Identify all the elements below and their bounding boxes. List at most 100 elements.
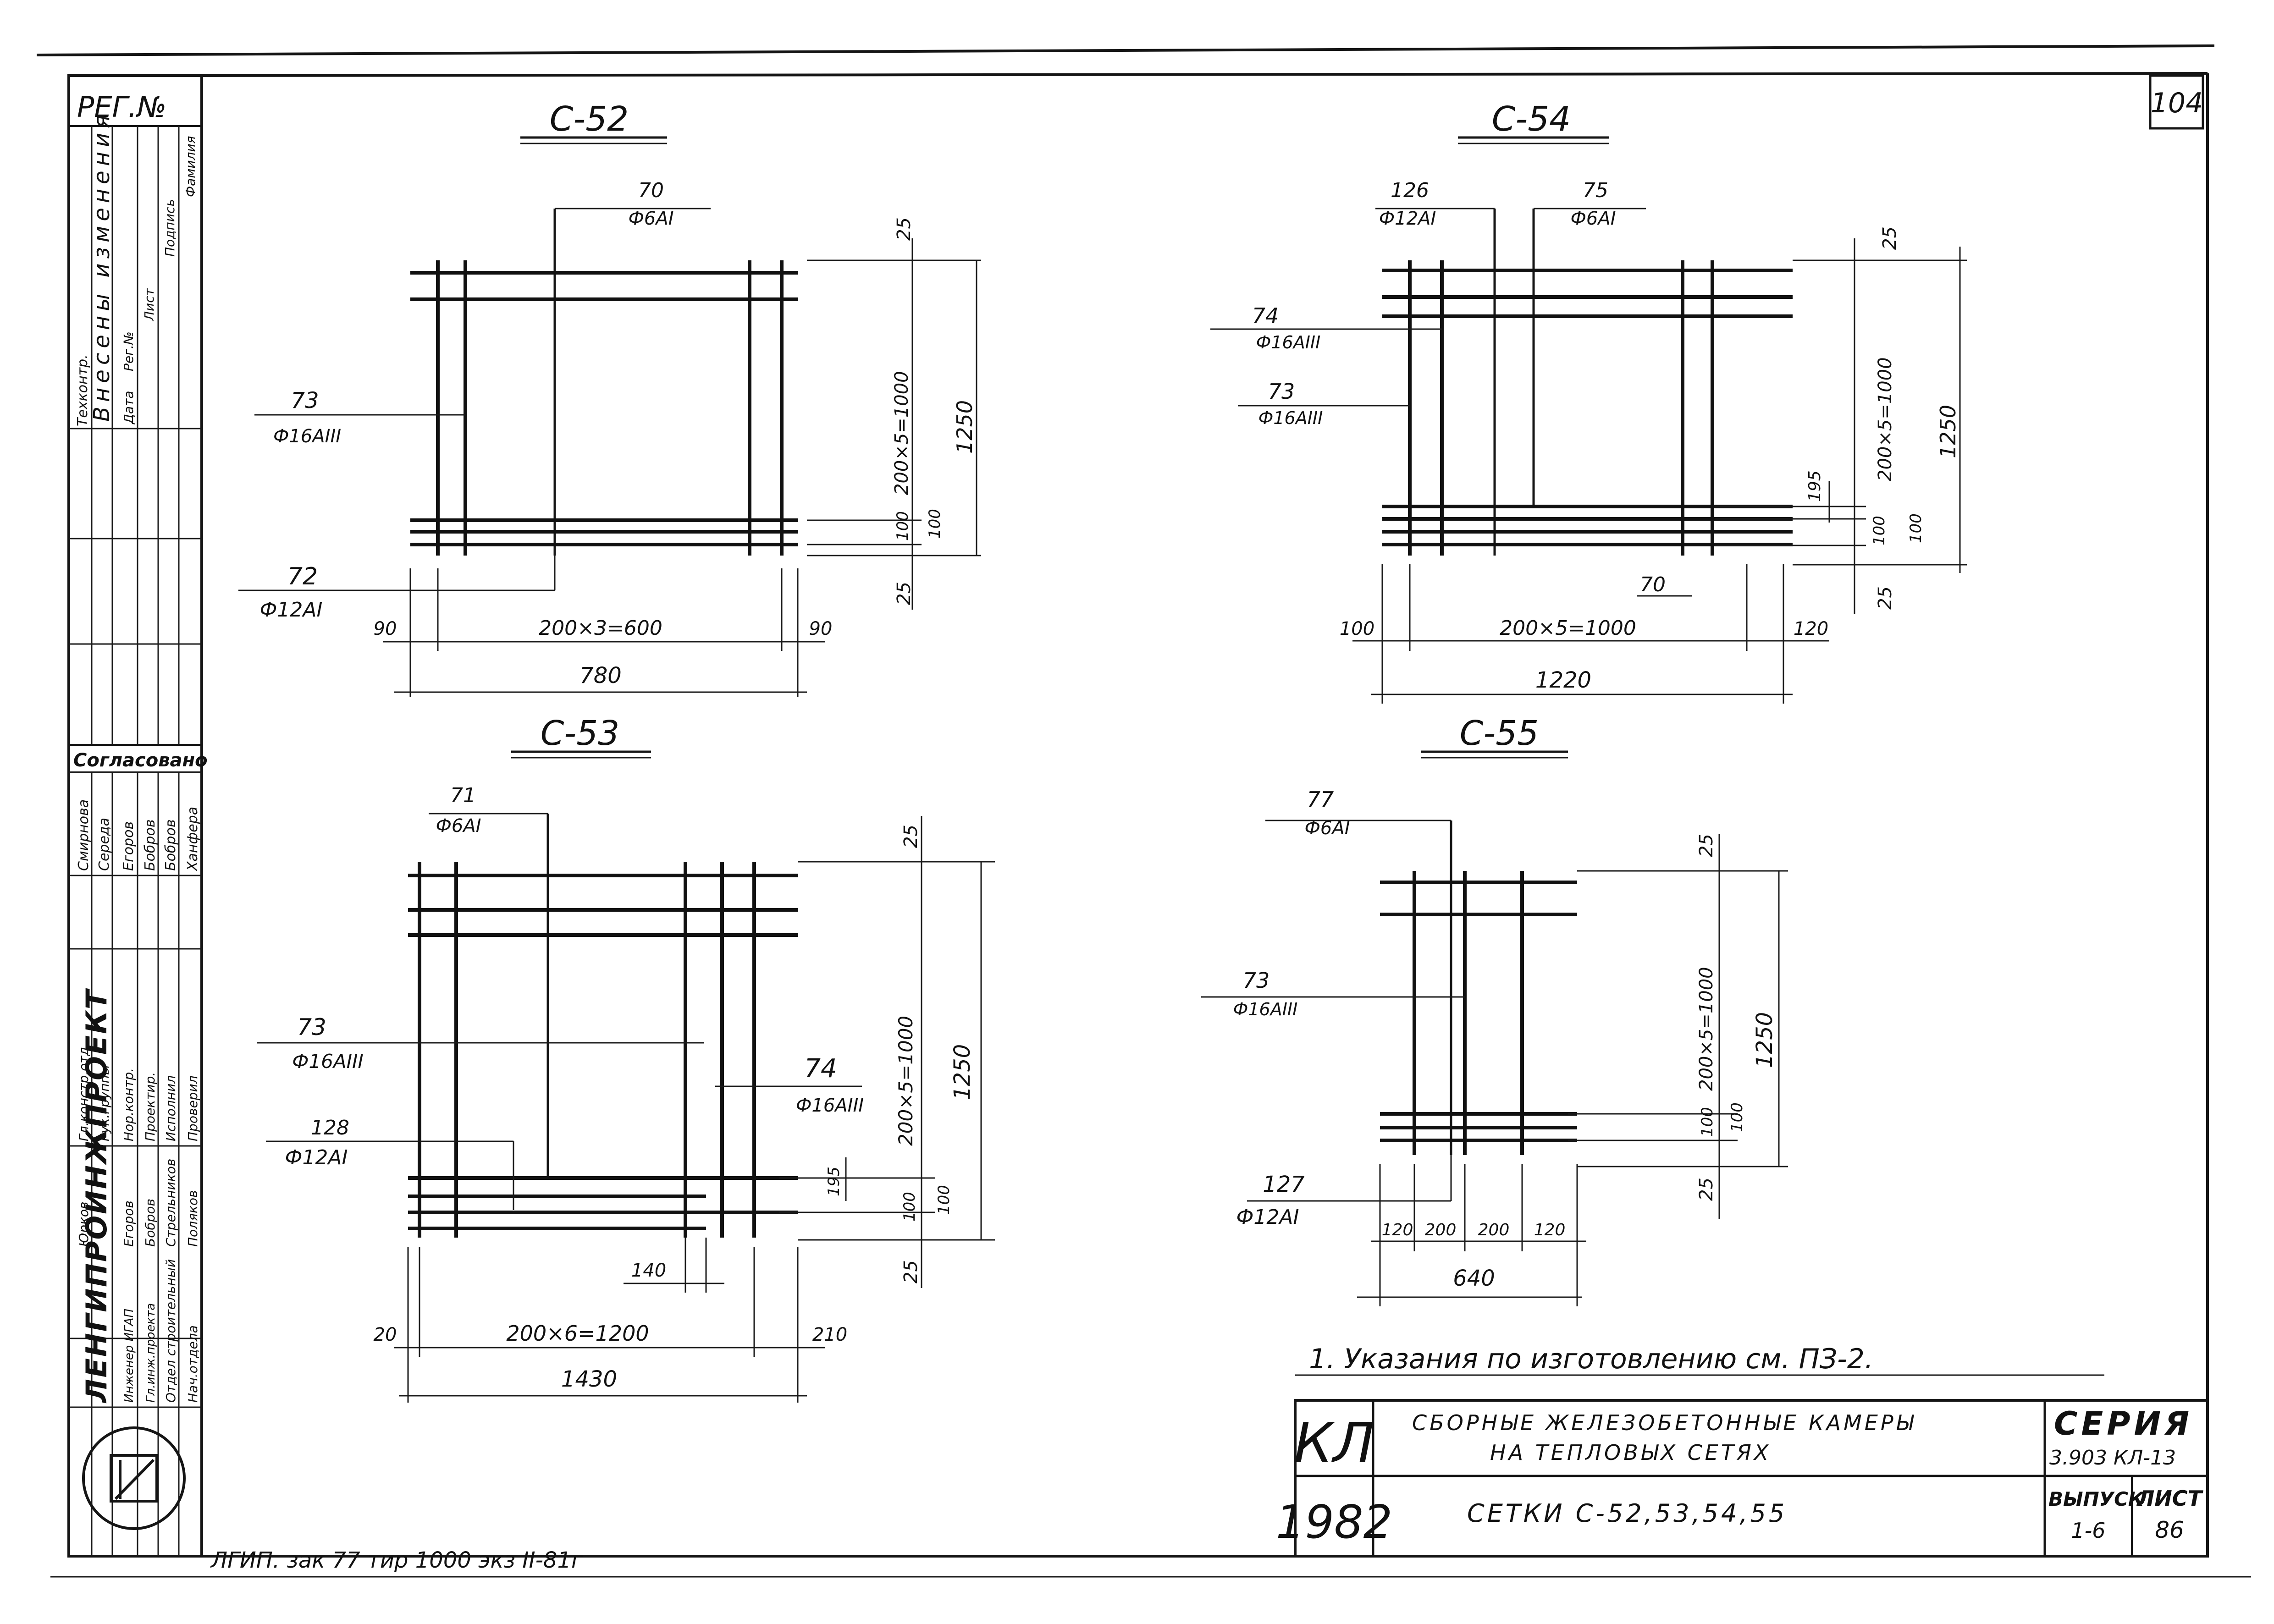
agreed-row-2-role: Егоров (121, 821, 137, 871)
mesh-c54-dim-vertical (1715, 238, 1967, 614)
change-col-reg: Рег.№ (121, 331, 136, 371)
change-col-date: Дата (121, 391, 136, 425)
mesh-c53-dim-vertical (779, 816, 995, 1288)
mesh-c53-dim-total-v: 1250 (949, 1044, 975, 1100)
mesh-c53-label-4-spec: Ф12АI (285, 1146, 348, 1169)
mesh-c54-label-5-pos: 70 (1640, 573, 1666, 596)
staff-3-role: Нор.контр. (121, 1068, 136, 1141)
mesh-c55-label-1-spec: Ф6АI (1304, 818, 1350, 839)
mesh-c53-bars (408, 814, 798, 1238)
mesh-c55-dim-bottom: 25 (1696, 1178, 1717, 1201)
mesh-c54-dim-bottom: 25 (1875, 586, 1896, 610)
agreed-row-3-name: Ханфера (185, 807, 201, 872)
staff-4-name: Бобров (143, 1199, 158, 1247)
sheet-number-box: 104 (2149, 74, 2204, 130)
dept-line-3: Отдел строительный (163, 1259, 178, 1403)
mesh-c54: С-54 126 Ф12АI 75 Ф6АI 74 Ф16АIII 73 (1210, 99, 1967, 704)
mesh-c53-dim-gap-value: 140 (631, 1260, 666, 1281)
mesh-c55-dim-b: 100 (1728, 1102, 1746, 1132)
mesh-c52-dim-pitch: 200×5=1000 (891, 371, 912, 495)
series-label: СЕРИЯ (2054, 1405, 2193, 1442)
mesh-c54-label-4-pos: 73 (1268, 379, 1295, 404)
staff-2-role: Рук.группы (97, 1065, 112, 1141)
mesh-c54-title: С-54 (1492, 99, 1571, 139)
series-value: 3.903 КЛ-13 (2049, 1446, 2176, 1470)
mesh-c55-dim-s4: 120 (1534, 1221, 1566, 1239)
mesh-c54-label-4-spec: Ф16АIII (1258, 408, 1323, 428)
mesh-c53-dim-gap (624, 1238, 724, 1293)
mesh-c52-label-3-pos: 72 (287, 563, 318, 590)
mesh-c52-dim-total-h: 780 (580, 663, 622, 688)
issue-value: 1-6 (2071, 1518, 2105, 1543)
dept-line-2: Гл.инж.проекта (144, 1303, 158, 1403)
mesh-c55-dim-vertical (1568, 834, 1788, 1219)
staff-1-role: Гл.констр.отд. (76, 1043, 91, 1141)
change-col-surname: Фамилия (183, 136, 198, 197)
sheet-number: 104 (2151, 87, 2203, 119)
mesh-c52-dim-mid: 200×3=600 (539, 617, 662, 640)
mesh-c53-dim-pitch: 200×5=1000 (894, 1016, 917, 1146)
mesh-c54-dim-side: 195 (1805, 470, 1824, 502)
title-line-1: СБОРНЫЕ ЖЕЛЕЗОБЕТОННЫЕ КАМЕРЫ (1412, 1410, 1916, 1435)
mesh-c55-title: С-55 (1460, 714, 1539, 753)
mesh-c53-dim-bottom: 25 (900, 1260, 922, 1283)
mesh-c55-dim-top: 25 (1696, 834, 1717, 857)
mesh-c53-title: С-53 (541, 714, 620, 753)
agreed-row-2-name: Бобров (142, 819, 158, 871)
mesh-c52-label-1-spec: Ф6АI (628, 208, 673, 229)
mesh-c53-label-1-spec: Ф6АI (436, 815, 481, 837)
mesh-c53-label-4-pos: 128 (311, 1116, 349, 1140)
staff-3-name: Егоров (121, 1200, 136, 1247)
mesh-c54-dim-total-v: 1250 (1936, 405, 1960, 458)
mesh-c53: С-53 71 Ф6АI 73 Ф16АIII 74 Ф16АIII (257, 714, 995, 1403)
agreed-row-1-name: Середа (96, 818, 112, 871)
staff-4-role: Проектир. (143, 1072, 158, 1141)
mesh-c54-dim-pitch: 200×5=1000 (1875, 357, 1896, 481)
mesh-c55-dim-total-v: 1250 (1752, 1012, 1777, 1068)
dept-line-4: Нач.отдела (185, 1325, 200, 1403)
mesh-c53-label-3-pos: 74 (804, 1054, 837, 1084)
mesh-c54-dim-a: 100 (1870, 516, 1888, 545)
sheet-frame (36, 44, 2251, 1578)
mesh-c53-dim-side: 195 (825, 1167, 843, 1196)
mesh-c55-dim-s1: 120 (1382, 1221, 1413, 1239)
mesh-c53-label-2-spec: Ф16АIII (292, 1050, 364, 1073)
mesh-c55-label-3-pos: 127 (1263, 1172, 1305, 1197)
sheet-label: ЛИСТ (2136, 1486, 2203, 1511)
staff-6-role: Проверил (185, 1075, 200, 1141)
print-note: ЛГИП. зак 77 тир 1000 экз II-81г (210, 1547, 583, 1573)
mesh-c54-label-3-spec: Ф16АIII (1256, 332, 1321, 352)
mesh-c52: С-52 70 Ф6АI 73 Ф16АIII 72 Ф12АI (238, 99, 981, 697)
title-block: КЛ 1982 СБОРНЫЕ ЖЕЛЕЗОБЕТОННЫЕ КАМЕРЫ НА… (1276, 1399, 2209, 1558)
mesh-c53-dim-right: 210 (812, 1324, 847, 1345)
mesh-c53-label-1-pos: 71 (450, 784, 476, 807)
mesh-c55-dim-a: 100 (1698, 1107, 1717, 1137)
mesh-c53-dim-top: 25 (900, 825, 922, 848)
mesh-c52-dim-vertical (807, 238, 981, 610)
title-line-2: НА ТЕПЛОВЫХ СЕТЯХ (1490, 1440, 1771, 1465)
mesh-c52-label-3-spec: Ф12АI (260, 598, 323, 622)
mesh-c55-dim-pitch: 200×5=1000 (1696, 967, 1717, 1091)
mesh-c52-dim-a: 100 (894, 511, 912, 541)
mesh-c54-label-1-spec: Ф12АI (1379, 208, 1436, 229)
mesh-c54-label-2-pos: 75 (1583, 179, 1608, 202)
org-name: ЛЕНГИПРОИНЖПРОЕКТ (80, 988, 113, 1404)
mesh-c52-dim-right: 90 (809, 618, 833, 639)
change-col-signature: Подпись (162, 199, 177, 257)
title-year: 1982 (1276, 1495, 1393, 1549)
mesh-c54-label-2-spec: Ф6АI (1570, 208, 1616, 229)
mesh-c54-dim-left: 100 (1340, 618, 1374, 639)
sheet-value: 86 (2155, 1517, 2184, 1543)
mesh-c54-dim-b: 100 (1907, 513, 1925, 543)
mesh-c54-dim-total-h: 1220 (1535, 667, 1591, 693)
sheet-title: СЕТКИ С-52,53,54,55 (1467, 1499, 1787, 1528)
mesh-c52-dim-left: 90 (374, 618, 397, 639)
mesh-c54-dim-right: 120 (1794, 618, 1828, 639)
mesh-c53-dim-mid: 200×6=1200 (506, 1321, 649, 1346)
changes-header: Внесены изменения (89, 110, 115, 422)
left-strip: РЕГ.№ Внесены изменения Техконтр. Дата Р… (67, 74, 208, 1558)
mesh-c55-dim-total-h: 640 (1453, 1266, 1495, 1291)
mesh-c52-bars (410, 209, 798, 556)
agreed-row-3-role: Бобров (163, 819, 179, 871)
